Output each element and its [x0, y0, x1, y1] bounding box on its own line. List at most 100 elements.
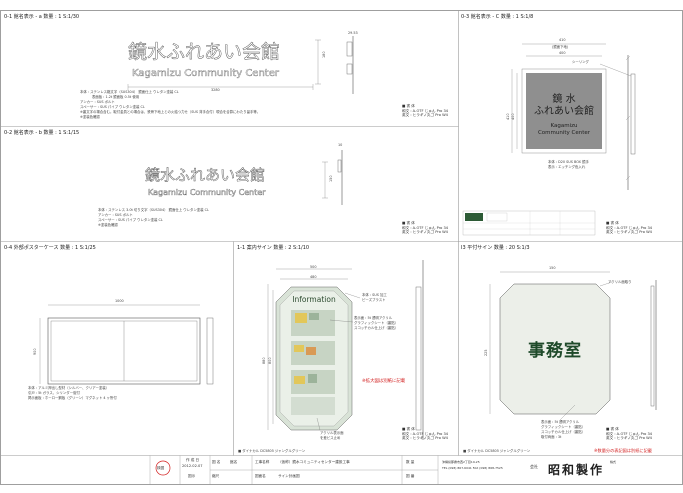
tb-label-project: 工事名称 — [255, 460, 270, 464]
sign-c-plate-text: 鏡 水 ふれあい会館 Kagamizu Community Center — [526, 94, 602, 137]
info-board-callout: グラフィックシート（裏貼） — [354, 321, 399, 325]
info-board-red-note: ※拡大図は別紙に記載 — [362, 379, 406, 384]
room-sign-color-note: ■ ダイナカル DC5805 ジャングルグリーン — [463, 449, 531, 453]
sign-a-note: アンカー : SUS ボルト — [80, 100, 115, 104]
sign-b-note: 本体 : ステンレス 3.0t 切り文字（SUS304） 鏡面仕上 ウレタン塗装… — [98, 208, 209, 212]
tb-label-scale: 縮尺 — [212, 474, 220, 478]
sign-c-height: 410 — [506, 113, 510, 120]
info-board-color-note: ■ ダイナカル DC5805 ジャングルグリーン — [238, 449, 306, 453]
sign-b-fonts: ■ 書 体 和文 : A-OTF じゅん Pro 34 英文 : ヒラギノ丸ゴ … — [402, 221, 448, 235]
tb-value-sheet-name: サイン計画図 — [278, 474, 300, 478]
poster-case-note: 本体 : アルミ押出し型材（シルバー、クリアー塗装） — [28, 386, 110, 390]
info-board-title: Information — [292, 295, 336, 304]
panel-6-title: I3 平付サイン 数量 : 20 S:1/3 — [461, 245, 530, 251]
panel-2-title: 0-2 館名表示 - b 数量 : 1 S:1/15 — [4, 130, 80, 136]
info-board-outer-height: 880 — [262, 357, 266, 364]
company-small: 株式 — [610, 460, 617, 464]
sign-c-note: 表示 : エッチング色入れ — [548, 165, 586, 169]
sign-a-en: Kagamizu Community Center — [132, 68, 280, 79]
sign-a-note: ※裏文字の場合含む。取付金具との場合は、鉄骨下地上との火結つ力せ（SUS 背手合… — [80, 110, 261, 114]
date-value: 2012.02.07 — [182, 464, 203, 468]
fonts-heading: ■ 書 体 — [606, 427, 619, 431]
sign-a-width-dim: 3280 — [211, 88, 220, 92]
panel-5-title: 1-1 案内サイン 数量 : 2 S:1/10 — [237, 245, 310, 251]
fonts-en: 英文 : ヒラギノ丸ゴ Pro W4 — [402, 113, 448, 118]
sign-c-note: 本体 : D20 SUS BOX 鏡手 — [548, 160, 589, 164]
poster-case-note: 引戸 : 5t ガラス、シリンダー錠付 — [28, 391, 80, 395]
room-sign-text: 事務室 — [528, 341, 582, 361]
tb-label-sheet-name: 図面名 — [255, 474, 266, 478]
poster-case-drawing — [39, 304, 214, 385]
sign-a-note: ※塗装色確認 — [80, 115, 100, 119]
fonts-en: 英文 : ヒラギノ丸ゴ Pro W4 — [606, 230, 652, 235]
sign-c-jp-line-1: 鏡 水 — [552, 94, 576, 105]
fonts-jp: 和文 : A-OTF じゅん Pro 34 — [606, 225, 653, 230]
sign-b-jp: 鏡水ふれあい会館 — [145, 166, 265, 184]
poster-case-height: 900 — [33, 348, 37, 355]
fonts-en: 英文 : ヒラギノ丸ゴ Pro W4 — [606, 436, 652, 441]
sign-c-fonts: ■ 書 体 和文 : A-OTF じゅん Pro 34 英文 : ヒラギノ丸ゴ … — [606, 221, 652, 235]
tb-value-scale: 図示 — [188, 474, 196, 478]
panel-1-title: 0-1 館名表示 - a 数量 : 1 S:1/30 — [4, 14, 80, 20]
sign-a-drawing: 鏡水ふれあい会館 Kagamizu Community Center — [128, 36, 354, 94]
info-board-outer-width: 500 — [310, 265, 317, 269]
company-prefix: 会社 — [530, 464, 538, 469]
sign-c-outer-width: 410 — [559, 38, 566, 42]
company-tel: TEL (098) 867-6041 FAX (098) 868-7525 — [442, 466, 503, 470]
room-sign-red-note: ※数量分の表記図は別紙に記載 — [594, 448, 652, 453]
info-board-callout: 表示面 : 5t 透明アクリル — [354, 316, 393, 320]
room-sign-callout: 表示面 : 5t 透明アクリル — [541, 420, 580, 424]
fonts-jp: 和文 : A-OTF じゅん Pro 34 — [402, 108, 449, 113]
sign-b-height-dim: 150 — [329, 175, 333, 182]
tb-label-sheet-no: 図 番 — [406, 474, 415, 478]
sign-b-en: Kagamizu Community Center — [148, 188, 266, 197]
inspection-stamp: 検図 — [157, 466, 165, 470]
sign-b-note: アンカー : SUS ボルト — [98, 213, 133, 217]
fonts-jp: 和文 : A-OTF じゅん Pro 34 — [606, 431, 653, 436]
sign-a-note: スペーサー : SUS パイプ ウレタン塗装 CL — [80, 105, 145, 109]
fonts-jp: 和文 : A-OTF じゅん Pro 34 — [402, 431, 449, 436]
room-sign-drawing — [489, 271, 657, 421]
sign-c-jp-line-2: ふれあい会館 — [534, 106, 594, 117]
tb-label-drawing-name: 図 名 — [212, 460, 221, 464]
sign-b-note: ※塗装色確認 — [98, 223, 118, 227]
sign-c-en-line-2: Community Center — [537, 130, 591, 136]
poster-case-note: 掲示面板 : ホーロー鋼板（グリーン）マグネット 4 ヶ所付 — [28, 396, 117, 400]
sign-c-sealing-label: シーリング — [572, 60, 589, 64]
info-board-inner-height: 800 — [268, 357, 272, 364]
sign-b-note: スペーサー : SUS パイプ ウレタン塗装 CL — [98, 218, 163, 222]
sign-c-inner-height: 400 — [511, 113, 515, 120]
company-name: 昭和製作 — [548, 463, 605, 477]
room-sign-chamfer-label: アクリル面取り — [608, 280, 632, 284]
tb-value-project: （仮称）鏡水コミュニティセンター建設工事 — [278, 460, 350, 464]
fonts-en: 英文 : ヒラギノ丸ゴ Pro W4 — [402, 230, 448, 235]
date-label: 作 成 日 — [186, 458, 200, 462]
info-board-callout: スコッチカル仕上げ（裏貼） — [354, 326, 399, 330]
fonts-heading: ■ 書 体 — [402, 104, 415, 108]
info-board-callout: を差ビス止め — [320, 436, 341, 440]
fonts-heading: ■ 書 体 — [606, 221, 619, 225]
info-board-callout: ピーズブラスト — [362, 298, 386, 302]
info-board-inner-width: 480 — [310, 275, 317, 279]
room-sign-height: 225 — [484, 349, 488, 356]
info-board-callout: 本体 : SUS 加工 — [362, 293, 387, 297]
panel-3-title: 0-3 館名表示 - C 数量 : 1 S:1/8 — [461, 14, 534, 20]
fonts-heading: ■ 書 体 — [402, 427, 415, 431]
sign-a-note: 表面板 : 1.2t 鏡面板 0.5t 使用 — [92, 95, 140, 99]
sign-c-inner-width: 400 — [559, 51, 566, 55]
sign-c-en-line-1: Kagamizu — [550, 123, 578, 129]
info-board-callout: アクリル表示面 — [320, 431, 344, 435]
tb-label-quantity: 数 量 — [406, 460, 415, 464]
sign-a-fonts: ■ 書 体 和文 : A-OTF じゅん Pro 34 英文 : ヒラギノ丸ゴ … — [402, 104, 448, 118]
title-block-frame — [149, 455, 439, 485]
fonts-heading: ■ 書 体 — [402, 221, 415, 225]
panel-4-title: 0-4 外部ポスターケース 数量 : 1 S:1/25 — [4, 245, 96, 251]
room-sign-callout: グラフィックシート（裏貼） — [541, 425, 586, 429]
sign-a-jp: 鏡水ふれあい会館 — [128, 41, 280, 63]
sign-c-outer-width-note: (鏡面下地) — [552, 45, 569, 49]
sign-c-drawing — [511, 43, 636, 190]
fonts-en: 英文 : ヒラギノ丸ゴ Pro W4 — [402, 436, 448, 441]
room-sign-callout: スコッチカル仕上げ（裏貼） — [541, 430, 586, 434]
